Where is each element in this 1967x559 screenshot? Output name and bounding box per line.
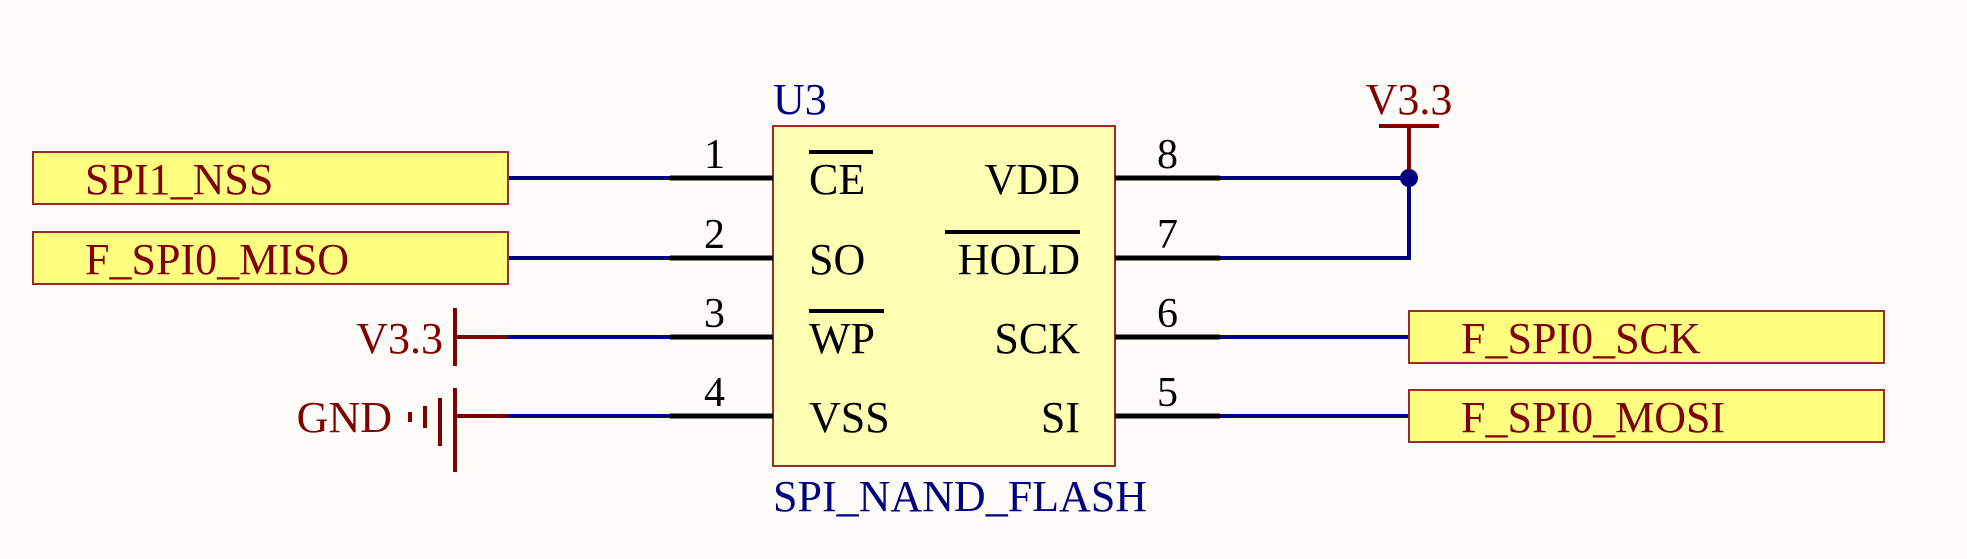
pin-5-number: 5 <box>1157 370 1178 416</box>
pin-4-number: 4 <box>704 370 725 416</box>
power-gnd-symbol[interactable] <box>408 388 508 472</box>
power-vcc-top-right-label: V3.3 <box>1366 75 1453 124</box>
pin-1-name: CE <box>809 155 865 204</box>
port-f-spi0-mosi[interactable] <box>1408 389 1885 443</box>
pin-5-name: SI <box>1041 393 1080 442</box>
pin-3-number: 3 <box>704 291 725 337</box>
power-vcc-left-label: V3.3 <box>356 314 443 363</box>
pin-2-number: 2 <box>704 212 725 258</box>
component-designator: U3 <box>773 75 827 124</box>
port-spi1-nss[interactable] <box>32 151 509 205</box>
overbars <box>809 150 1080 313</box>
pin-7-name: HOLD <box>958 235 1080 284</box>
pin-8-number: 8 <box>1157 132 1178 178</box>
pin-7-number: 7 <box>1157 212 1178 258</box>
port-f-spi0-mosi-label: F_SPI0_MOSI <box>1461 393 1725 442</box>
right-pins <box>1115 175 1220 419</box>
wire-hold[interactable] <box>1220 178 1411 260</box>
pin-1-number: 1 <box>704 132 725 178</box>
pin-2-name: SO <box>809 235 865 284</box>
pin-8-name: VDD <box>985 155 1080 204</box>
pin-4-name: VSS <box>809 393 890 442</box>
power-vcc-top-right-symbol[interactable] <box>1379 124 1439 170</box>
component-body[interactable] <box>772 125 1116 467</box>
power-vcc-left-symbol[interactable] <box>453 308 508 366</box>
port-f-spi0-miso-label: F_SPI0_MISO <box>85 235 349 284</box>
pin-3-name: WP <box>809 314 875 363</box>
port-f-spi0-sck[interactable] <box>1408 310 1885 364</box>
port-f-spi0-miso[interactable] <box>32 231 509 285</box>
power-gnd-label: GND <box>297 393 392 442</box>
pin-6-number: 6 <box>1157 291 1178 337</box>
port-spi1-nss-label: SPI1_NSS <box>85 155 273 204</box>
junction-dot <box>1400 169 1418 187</box>
wires <box>508 176 1411 418</box>
left-pins <box>670 175 773 419</box>
component-comment: SPI_NAND_FLASH <box>773 472 1147 521</box>
port-f-spi0-sck-label: F_SPI0_SCK <box>1461 314 1701 363</box>
pin-6-name: SCK <box>994 314 1080 363</box>
